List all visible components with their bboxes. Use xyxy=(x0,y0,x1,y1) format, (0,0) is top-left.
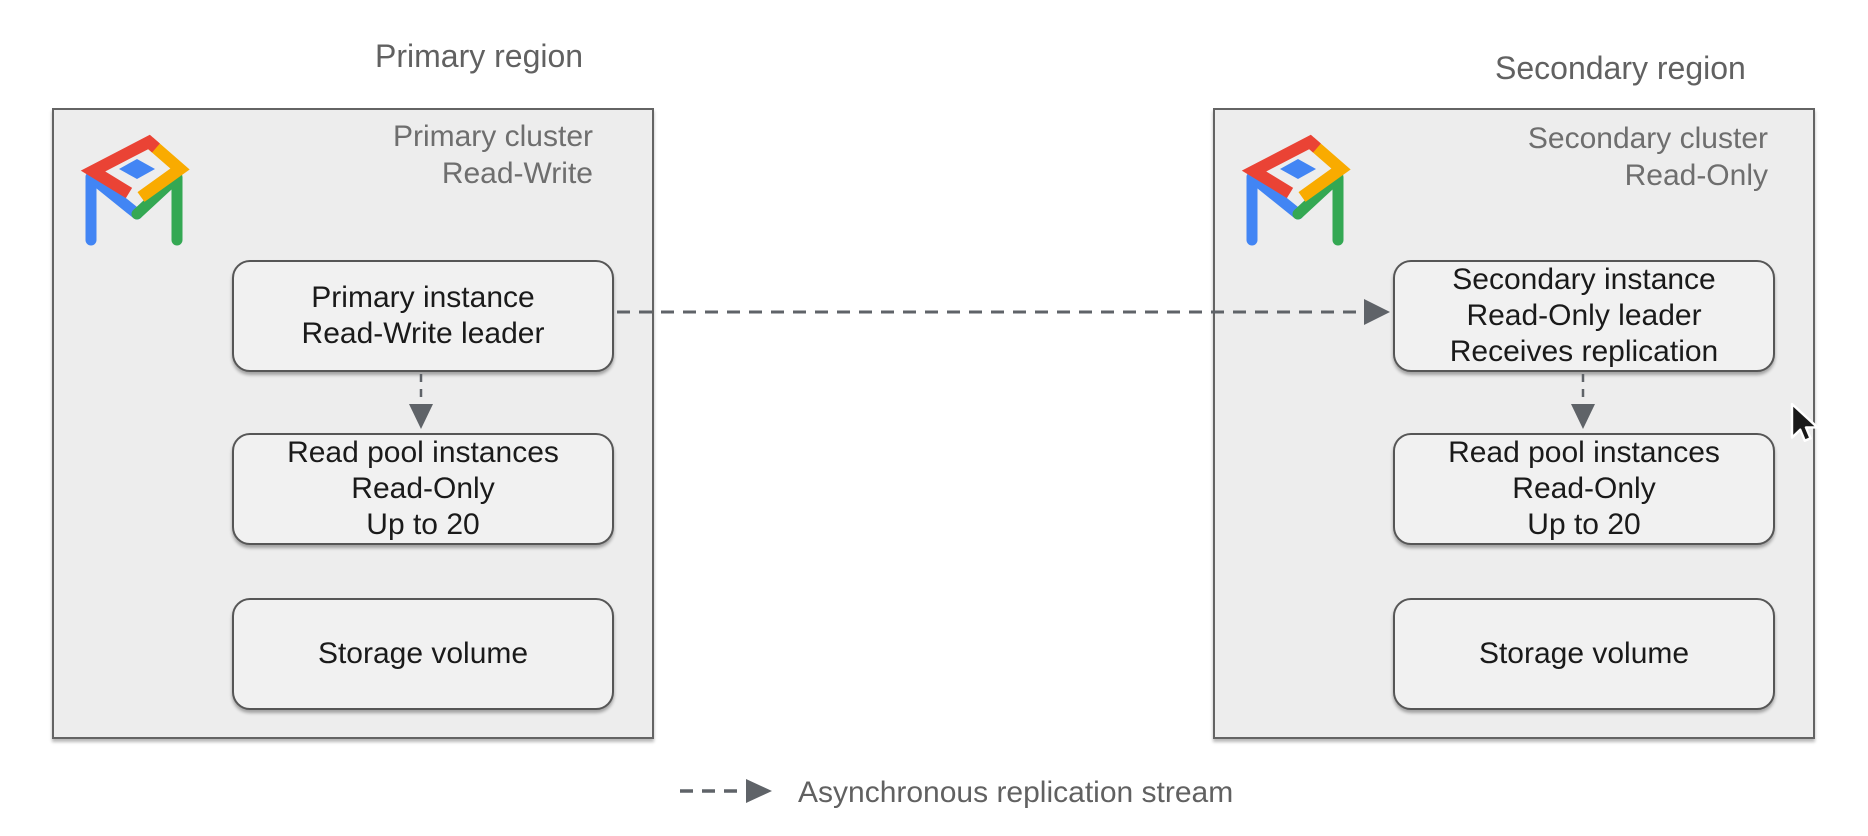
primary-storage-node: Storage volume xyxy=(232,598,614,710)
secondary-read-pool-node: Read pool instances Read-Only Up to 20 xyxy=(1393,433,1775,545)
alloydb-logo-icon xyxy=(80,134,190,246)
secondary-read-pool-line2: Read-Only xyxy=(1512,472,1656,505)
secondary-instance-line2: Read-Only leader xyxy=(1466,299,1702,332)
secondary-instance-node: Secondary instance Read-Only leader Rece… xyxy=(1393,260,1775,372)
secondary-cluster-title-line2: Read-Only xyxy=(1624,159,1768,192)
secondary-instance-line1: Secondary instance xyxy=(1452,263,1716,296)
primary-storage-label: Storage volume xyxy=(317,637,529,670)
primary-region-label: Primary region xyxy=(375,38,584,74)
secondary-cluster-title: Secondary cluster Read-Only xyxy=(1528,120,1768,194)
secondary-read-pool-line1: Read pool instances xyxy=(1448,436,1720,469)
primary-instance-line2: Read-Write leader xyxy=(301,317,545,350)
secondary-instance-line3: Receives replication xyxy=(1449,335,1719,368)
secondary-cluster-title-line1: Secondary cluster xyxy=(1527,122,1768,155)
primary-cluster-title: Primary cluster Read-Write xyxy=(393,118,593,192)
secondary-region-label: Secondary region xyxy=(1495,50,1746,86)
primary-read-pool-line1: Read pool instances xyxy=(287,436,559,469)
primary-read-pool-line2: Read-Only xyxy=(351,472,495,505)
secondary-storage-label: Storage volume xyxy=(1478,637,1690,670)
primary-cluster-box: Primary cluster Read-Write Primary insta… xyxy=(52,108,654,739)
alloydb-logo-icon xyxy=(1241,134,1351,246)
secondary-cluster-box: Secondary cluster Read-Only Secondary in… xyxy=(1213,108,1815,739)
legend-arrowhead-icon xyxy=(746,779,772,803)
primary-instance-node: Primary instance Read-Write leader xyxy=(232,260,614,372)
secondary-storage-node: Storage volume xyxy=(1393,598,1775,710)
secondary-read-pool-line3: Up to 20 xyxy=(1527,508,1641,541)
legend-label: Asynchronous replication stream xyxy=(798,776,1234,809)
primary-instance-line1: Primary instance xyxy=(311,281,535,314)
primary-read-pool-line3: Up to 20 xyxy=(366,508,480,541)
primary-read-pool-node: Read pool instances Read-Only Up to 20 xyxy=(232,433,614,545)
primary-cluster-title-line1: Primary cluster xyxy=(392,120,593,153)
primary-cluster-title-line2: Read-Write xyxy=(441,157,593,190)
